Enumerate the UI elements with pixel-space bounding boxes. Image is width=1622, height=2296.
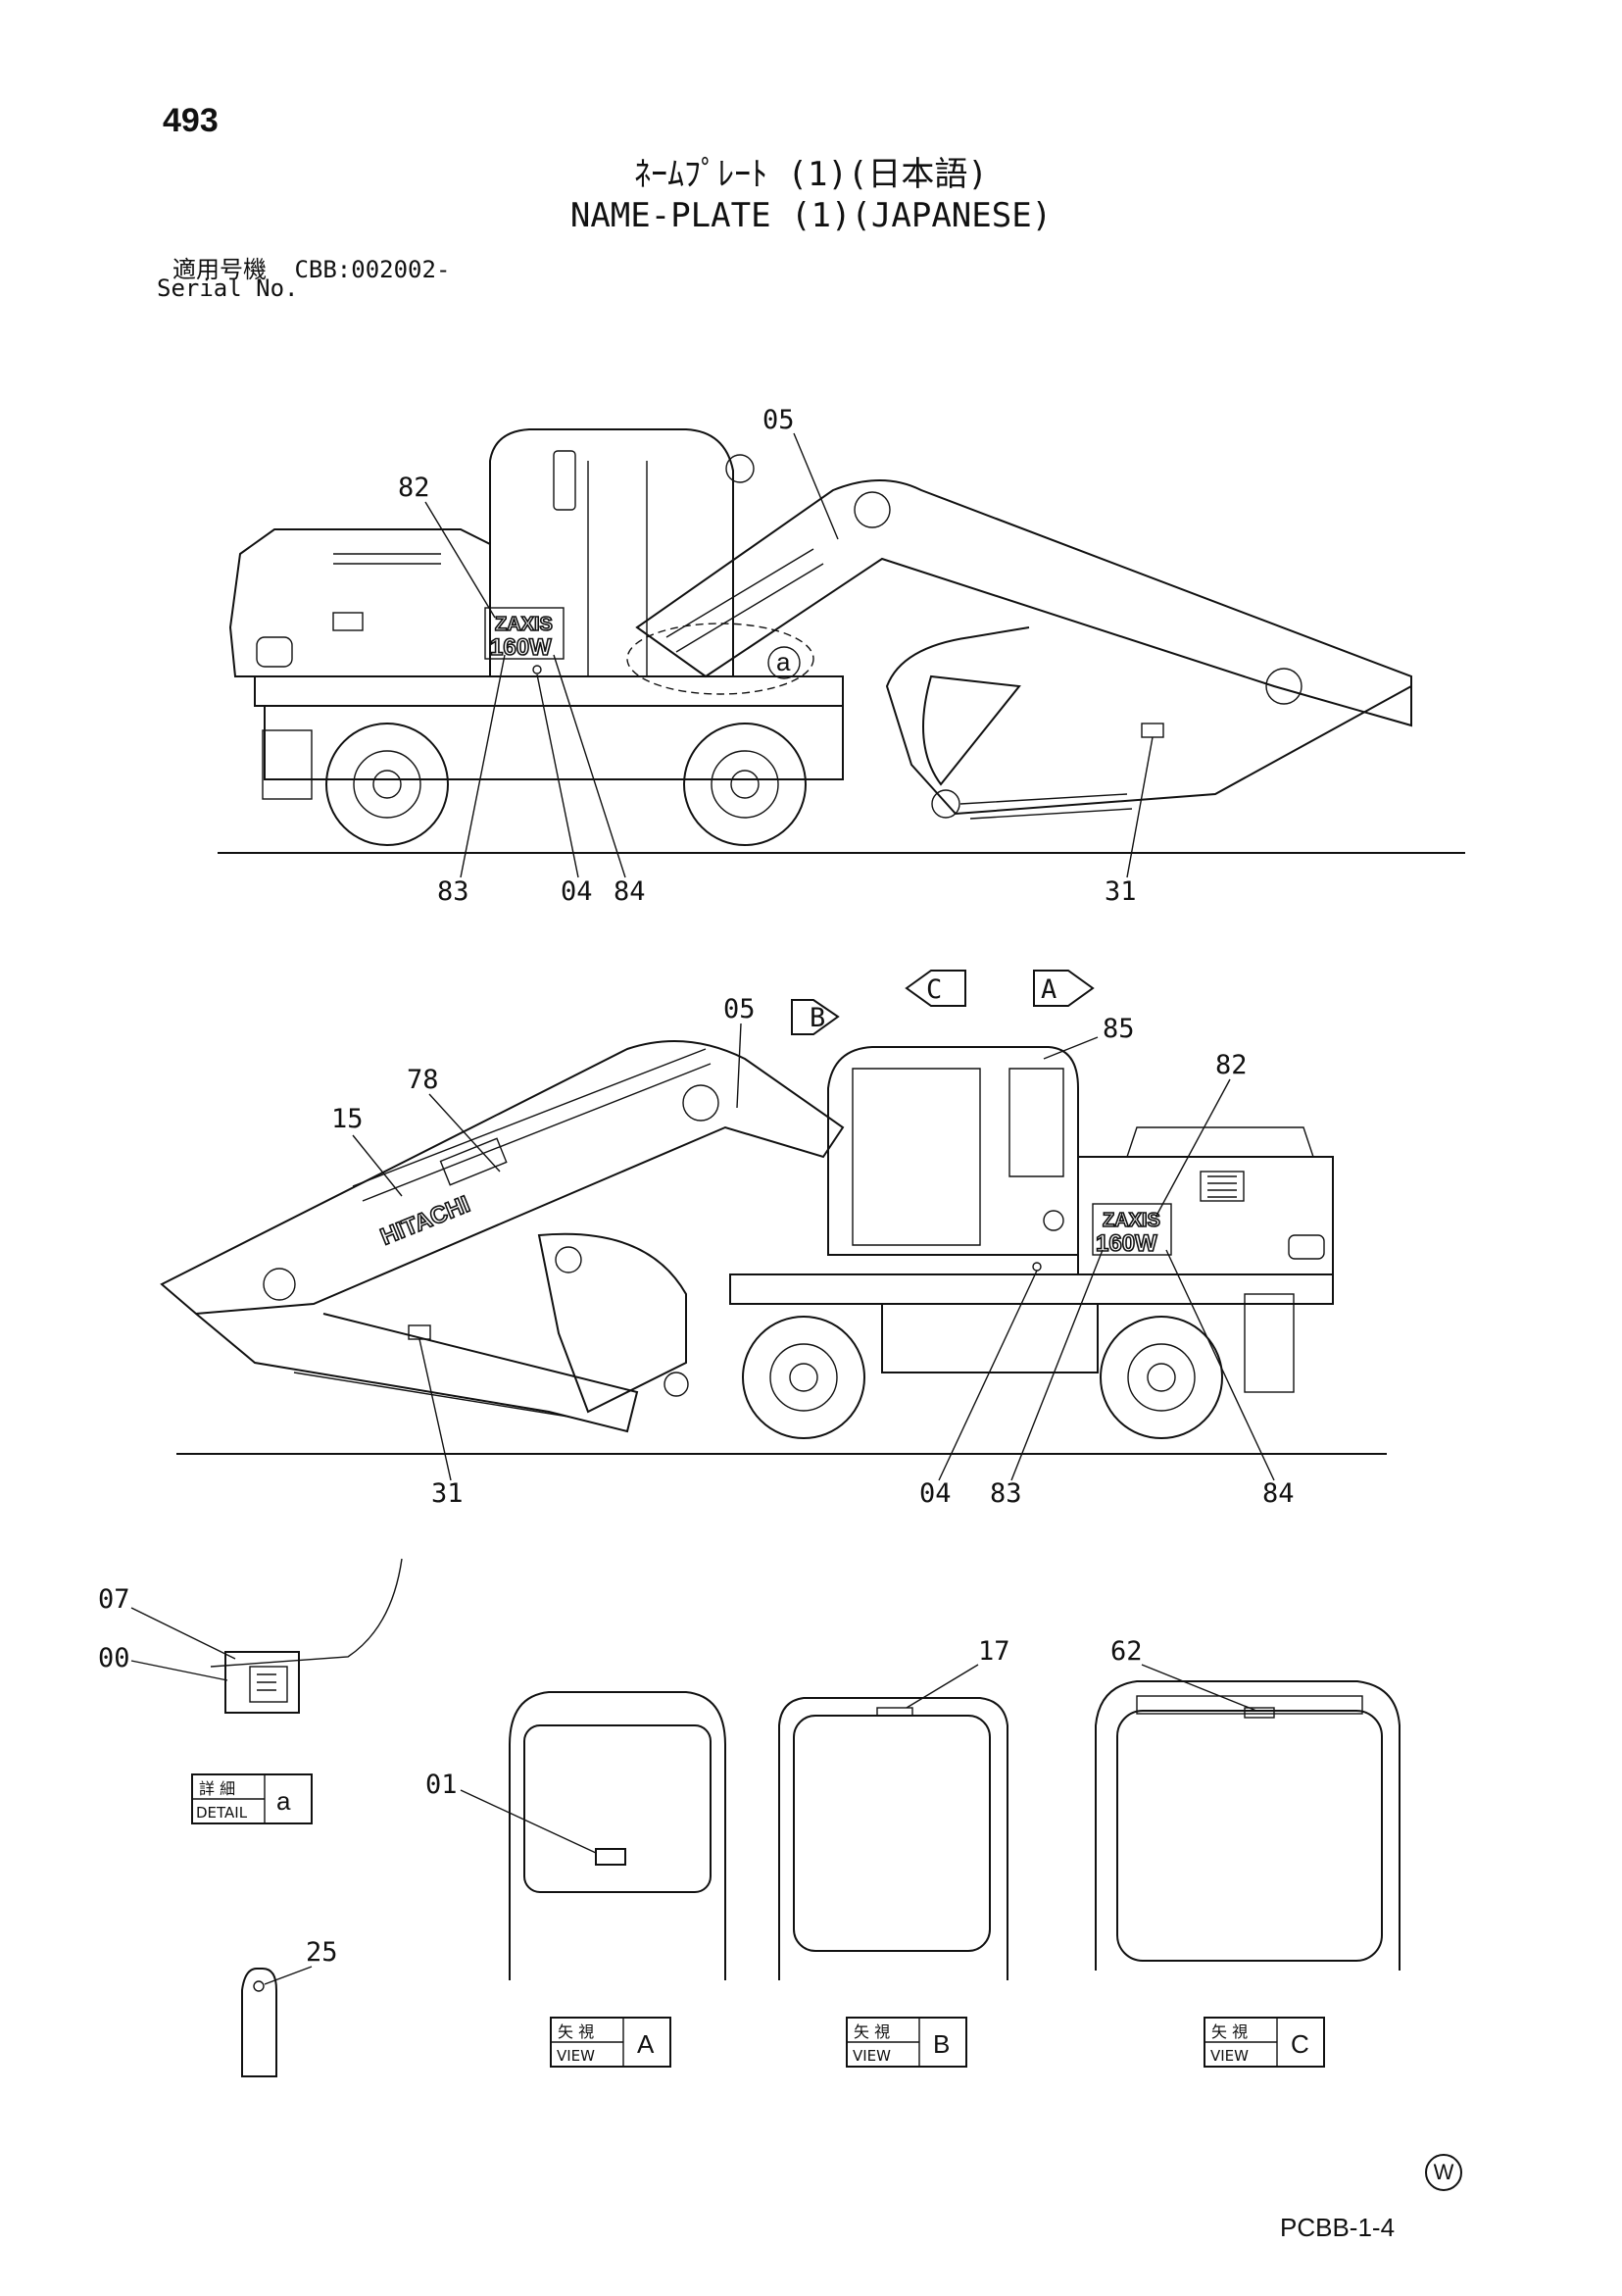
view-c-drawing: 62 矢 視 VIEW C xyxy=(1095,1636,1401,2068)
callout-83-top: 83 xyxy=(437,876,469,907)
page-title-english: NAME-PLATE (1)(JAPANESE) xyxy=(569,196,1053,235)
callout-84-top: 84 xyxy=(614,876,646,907)
view-c-label-jp: 矢 視 xyxy=(1211,2022,1248,2041)
detail-label-jp: 詳 細 xyxy=(199,1779,235,1798)
callout-05-top: 05 xyxy=(762,405,795,435)
view-a-label-jp: 矢 視 xyxy=(558,2022,594,2041)
page-number: 493 xyxy=(163,102,219,139)
callout-62: 62 xyxy=(1110,1636,1143,1667)
callout-15: 15 xyxy=(331,1104,364,1134)
document-code: PCBB-1-4 xyxy=(1280,2213,1396,2242)
callout-84-middle: 84 xyxy=(1262,1478,1295,1509)
top-excavator-drawing: ZAXIS 160W xyxy=(218,428,1465,854)
callout-31-top: 31 xyxy=(1105,876,1137,907)
callout-00: 00 xyxy=(98,1643,130,1673)
view-c-label-en: VIEW xyxy=(1210,2047,1249,2065)
view-markers: B C A xyxy=(791,970,1095,1035)
serial-value: CBB:002002- xyxy=(294,256,451,283)
model-logo-zaxis-top: ZAXIS xyxy=(495,614,553,635)
model-logo-zaxis-middle: ZAXIS xyxy=(1103,1210,1160,1231)
detail-marker-a: a xyxy=(776,647,791,676)
callout-85: 85 xyxy=(1103,1014,1135,1044)
watermark-symbol: W xyxy=(1425,2154,1462,2191)
callout-04-top: 04 xyxy=(561,876,593,907)
view-b-label-en: VIEW xyxy=(853,2047,891,2065)
view-marker-b: B xyxy=(810,1003,825,1033)
callout-78: 78 xyxy=(407,1065,439,1095)
view-b-label-jp: 矢 視 xyxy=(854,2022,890,2041)
model-logo-160w-middle: 160W xyxy=(1096,1230,1157,1257)
part-25-drawing: 25 xyxy=(241,1937,338,2077)
callout-05-middle: 05 xyxy=(723,994,756,1024)
callout-25: 25 xyxy=(306,1937,338,1968)
detail-a-drawing: 07 00 詳 細 DETAIL a xyxy=(98,1558,403,1824)
serial-line: 適用号機 CBB:002002- xyxy=(172,250,450,284)
callout-17: 17 xyxy=(978,1636,1010,1667)
view-a-label-en: VIEW xyxy=(557,2047,595,2065)
top-callouts: 05 82 83 04 84 31 a xyxy=(398,405,1154,907)
view-b-drawing: 17 矢 視 VIEW B xyxy=(778,1636,1010,2068)
middle-excavator-drawing: HITACHI ZAXIS 160W xyxy=(160,1040,1387,1455)
callout-01: 01 xyxy=(425,1770,458,1800)
serial-label-jp: 適用号機 xyxy=(172,256,267,283)
callout-83-middle: 83 xyxy=(990,1478,1022,1509)
callout-31-middle: 31 xyxy=(431,1478,464,1509)
callout-07: 07 xyxy=(98,1584,130,1615)
model-logo-160w-top: 160W xyxy=(490,634,552,661)
page-title-japanese: ﾈｰﾑﾌﾟﾚｰﾄ (1)(日本語) xyxy=(634,155,988,194)
callout-04-middle: 04 xyxy=(919,1478,952,1509)
view-arrow-a xyxy=(1033,970,1095,1007)
view-arrow-c xyxy=(905,970,966,1007)
view-marker-c: C xyxy=(926,974,942,1005)
detail-letter-a: a xyxy=(276,1786,291,1816)
detail-label-en: DETAIL xyxy=(196,1804,248,1822)
view-marker-a: A xyxy=(1041,974,1057,1005)
view-a-drawing: 01 矢 視 VIEW A xyxy=(425,1691,726,2068)
view-b-letter: B xyxy=(933,2029,950,2059)
view-a-letter: A xyxy=(637,2029,655,2059)
label-31-top xyxy=(1141,723,1164,738)
view-c-letter: C xyxy=(1291,2029,1309,2059)
callout-82-top: 82 xyxy=(398,473,430,503)
serial-label-en: Serial No. xyxy=(157,275,299,302)
callout-82-middle: 82 xyxy=(1215,1050,1248,1080)
middle-callouts: 05 78 15 85 82 31 04 83 84 xyxy=(331,994,1295,1509)
view-arrow-b xyxy=(791,999,840,1035)
